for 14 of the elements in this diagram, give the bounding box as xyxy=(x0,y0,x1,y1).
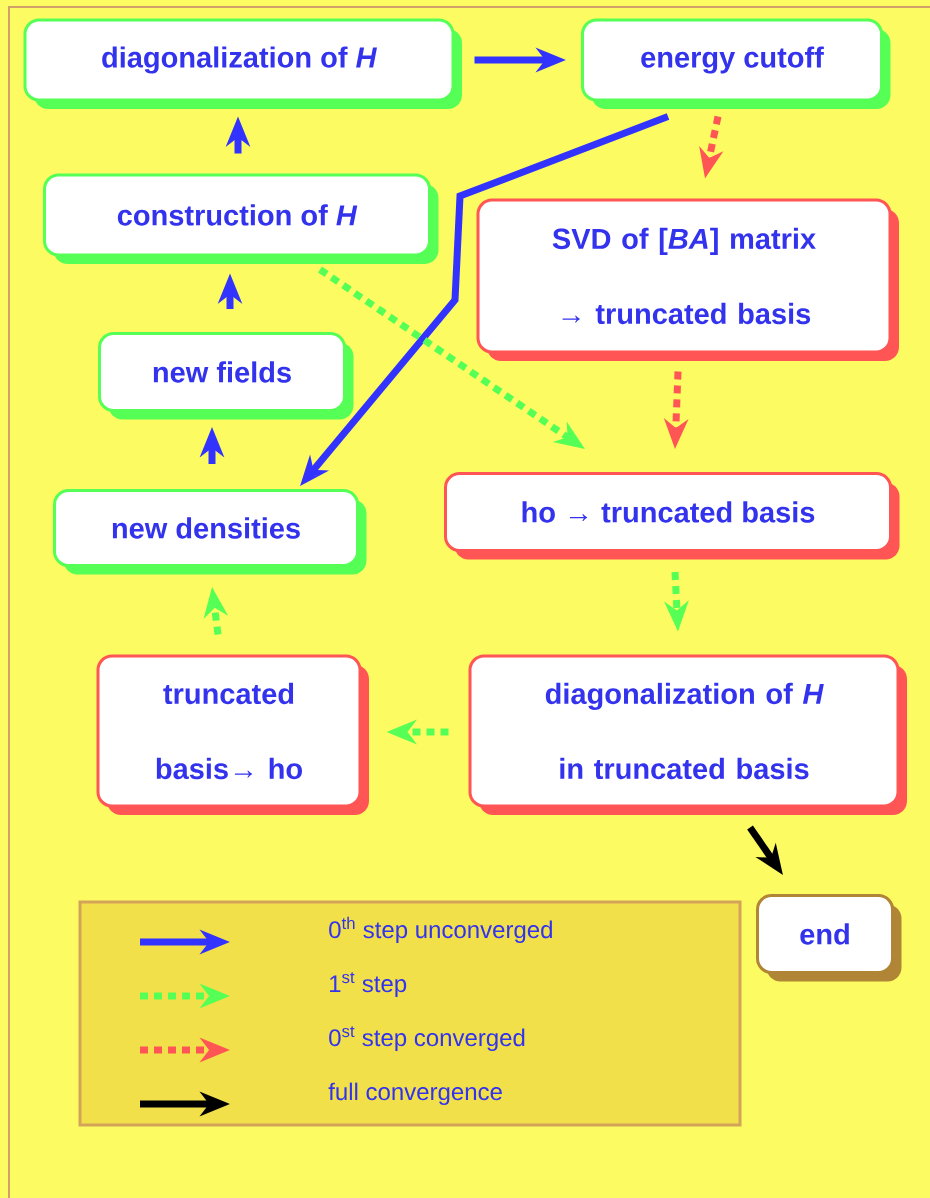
process-box: diagonalization of H in truncated basis xyxy=(468,654,907,815)
process-box: ho → truncated basis xyxy=(444,472,900,560)
process-box: new densities xyxy=(53,489,367,575)
process-box: new fields xyxy=(98,332,354,420)
legend-text: 0$^{th}$ step unconverged xyxy=(329,916,552,943)
process-box: truncated basis→ ho xyxy=(96,654,369,815)
legend-text: 1$^{st}$ step xyxy=(330,972,407,997)
legend-text: 0$^{st}$ step converged xyxy=(329,1026,525,1051)
process-box: energy cutoff xyxy=(581,18,891,109)
process-box: end xyxy=(756,894,902,982)
process-box: SVD of [BA] matrix → truncated basis xyxy=(476,198,899,361)
process-box: diagonalization of H xyxy=(23,18,462,109)
legend-text: full convergence xyxy=(328,1082,502,1105)
process-box: construction of H xyxy=(43,173,439,264)
